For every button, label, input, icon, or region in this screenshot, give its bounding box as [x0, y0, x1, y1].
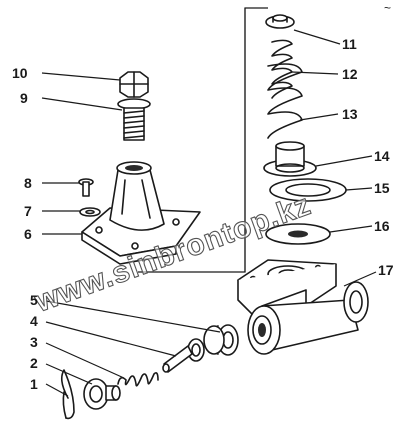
small-washer — [79, 207, 101, 217]
valve-stem — [162, 338, 205, 373]
callout-label-2: 2 — [30, 355, 38, 371]
callout-leader-lines — [41, 29, 377, 397]
valve-spring — [117, 372, 159, 387]
callout-label-17: 17 — [378, 262, 394, 278]
assembly-guide-lines — [138, 7, 268, 273]
callout-labels: 1 2 3 4 5 6 7 8 9 10 11 12 13 14 15 16 1… — [12, 36, 394, 392]
callout-label-15: 15 — [374, 180, 390, 196]
callout-label-9: 9 — [20, 90, 28, 106]
bolt-head — [119, 71, 149, 98]
bolt-washer-and-shank — [117, 98, 151, 141]
callout-label-16: 16 — [374, 218, 390, 234]
callout-label-10: 10 — [12, 65, 28, 81]
corner-mark: ~ — [384, 1, 391, 15]
callout-label-11: 11 — [342, 36, 357, 52]
callout-label-7: 7 — [24, 203, 32, 219]
callout-label-14: 14 — [374, 148, 390, 164]
valve-body — [237, 259, 369, 355]
inner-spring — [271, 39, 293, 99]
callout-label-13: 13 — [342, 106, 358, 122]
callout-label-3: 3 — [30, 334, 38, 350]
callout-label-8: 8 — [24, 175, 32, 191]
piston — [263, 141, 317, 177]
gasket — [265, 223, 331, 245]
spring-seat — [265, 14, 295, 29]
seat-ring — [203, 324, 239, 356]
housing-cap — [81, 161, 201, 265]
callout-label-6: 6 — [24, 226, 32, 242]
callout-label-12: 12 — [342, 66, 358, 82]
small-screw — [78, 178, 94, 197]
callout-label-5: 5 — [30, 292, 38, 308]
callout-label-4: 4 — [30, 313, 38, 329]
valve-disc — [83, 378, 121, 410]
callout-label-1: 1 — [30, 376, 38, 392]
